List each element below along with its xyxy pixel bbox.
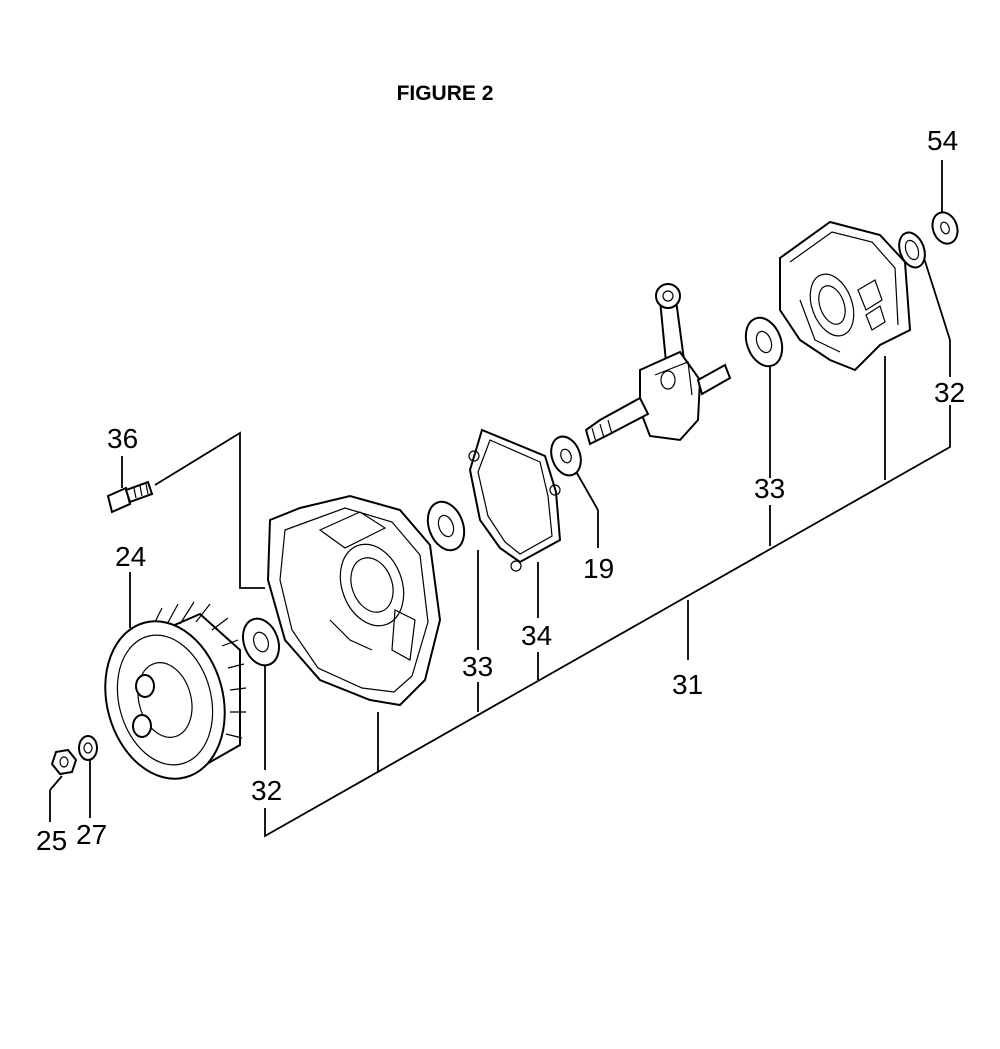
callout-31: 31 xyxy=(672,669,703,700)
callout-labels: 54 32 36 24 33 19 34 33 31 32 25 27 xyxy=(36,125,965,856)
callout-36: 36 xyxy=(107,423,138,454)
screw-36-part xyxy=(106,480,154,514)
bearing-32-left-part xyxy=(242,617,280,667)
washer-19-part xyxy=(550,435,582,477)
gasket-34-part xyxy=(468,428,562,572)
crankcase-right-half-part xyxy=(779,220,912,372)
callout-54: 54 xyxy=(927,125,958,156)
bearing-33-right-part xyxy=(744,316,784,368)
washer-54-part xyxy=(931,211,959,245)
callout-32-left: 32 xyxy=(251,775,282,806)
callout-33-mid: 33 xyxy=(462,651,493,682)
callout-24: 24 xyxy=(115,541,146,572)
callout-27: 27 xyxy=(76,819,107,850)
bearing-33-mid-part xyxy=(426,500,466,552)
crankcase-left-half-part xyxy=(266,494,442,707)
callout-34: 34 xyxy=(521,620,552,651)
leader-lines xyxy=(49,160,951,838)
callout-19: 19 xyxy=(583,553,614,584)
callout-33-right: 33 xyxy=(754,473,785,504)
callout-25: 25 xyxy=(36,825,67,856)
washer-27-part xyxy=(78,735,98,761)
callout-32-right: 32 xyxy=(934,377,965,408)
bearing-32-right-part xyxy=(898,231,926,269)
crankshaft-part xyxy=(584,283,732,446)
figure-title: FIGURE 2 xyxy=(396,82,494,105)
nut-25-part xyxy=(50,748,78,776)
flywheel-24-part xyxy=(104,601,247,780)
